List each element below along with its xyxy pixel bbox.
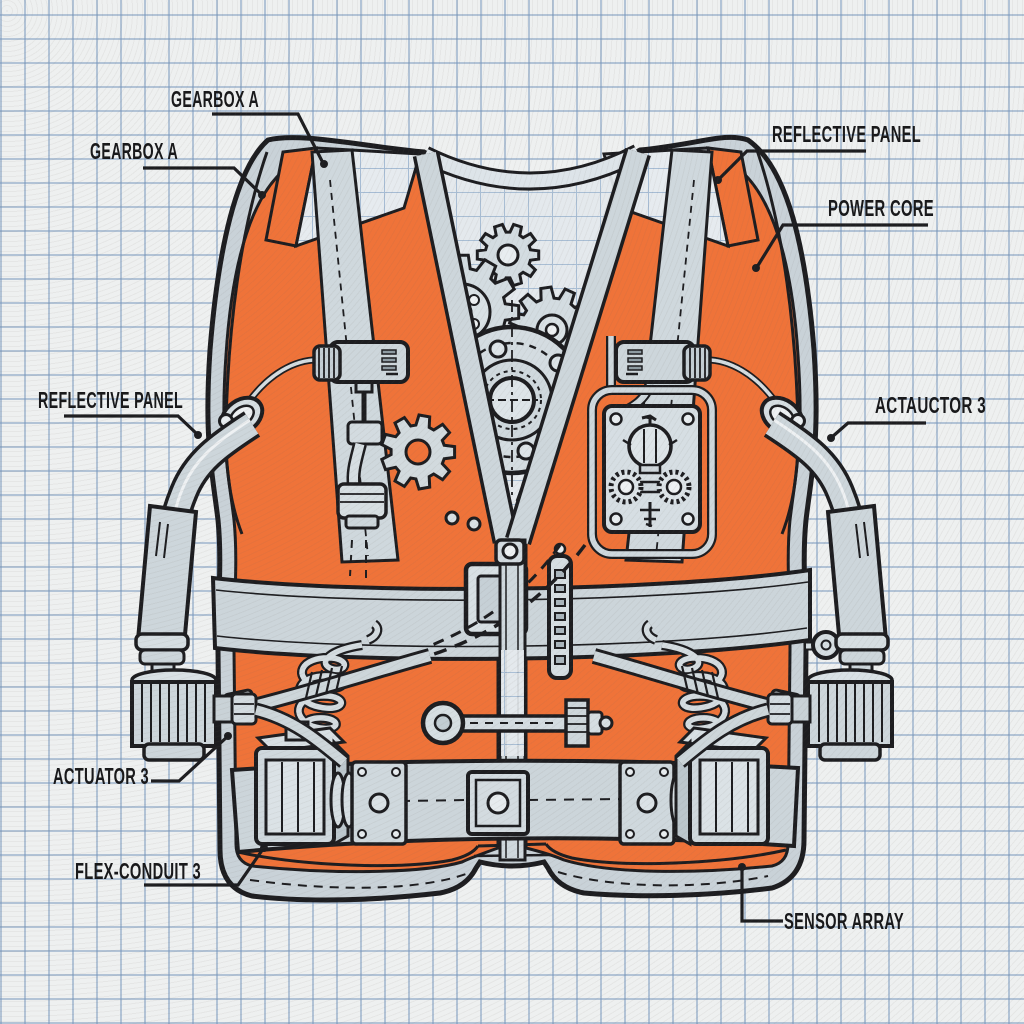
callout-gearbox-a-left: GEARBOX A xyxy=(90,138,266,199)
leader-line xyxy=(64,414,199,436)
module-box-right-small xyxy=(618,760,676,846)
leader-dot xyxy=(260,844,268,852)
panel-gauge xyxy=(640,502,660,528)
callout-actauctor-3: ACTAUCTOR 3 xyxy=(827,392,986,442)
leader-line xyxy=(143,166,263,196)
rod-ball-handle xyxy=(420,698,614,748)
leader-dot xyxy=(194,431,202,439)
equipment-belt xyxy=(229,720,801,855)
leader-dot xyxy=(320,160,328,168)
module-box-right xyxy=(674,726,770,847)
leader-line xyxy=(144,848,265,887)
shoulder-device xyxy=(247,340,410,403)
left-arm-rig xyxy=(130,340,433,768)
leader-line xyxy=(755,223,928,268)
callout-flex-conduit-3: FLEX-CONDUIT 3 xyxy=(75,844,268,887)
strap-dashed xyxy=(427,543,587,658)
leader-line xyxy=(717,149,866,181)
label-reflective-panel-left: REFLECTIVE PANEL xyxy=(38,387,183,413)
arm-sleeve xyxy=(135,503,199,649)
armhole-trim-left xyxy=(224,151,269,535)
leader-dot xyxy=(258,191,266,199)
panel-knob-right xyxy=(656,469,692,505)
leader-dot xyxy=(738,863,746,871)
callout-actuator-3: ACTUATOR 3 xyxy=(53,732,232,789)
label-flex-conduit-3: FLEX-CONDUIT 3 xyxy=(75,858,201,884)
label-sensor-array: SENSOR ARRAY xyxy=(784,908,904,934)
callout-sensor-array: SENSOR ARRAY xyxy=(738,863,904,934)
label-reflective-panel-right: REFLECTIVE PANEL xyxy=(772,121,921,147)
label-actuator-3: ACTUATOR 3 xyxy=(53,763,149,789)
control-panel xyxy=(587,336,717,559)
leader-dot xyxy=(224,732,232,740)
callout-reflective-panel-right: REFLECTIVE PANEL xyxy=(714,121,921,184)
callout-gearbox-a-top: GEARBOX A xyxy=(171,86,328,168)
leader-dot xyxy=(752,264,760,272)
callout-reflective-panel-left: REFLECTIVE PANEL xyxy=(38,387,202,439)
belt-plate-center xyxy=(466,770,530,836)
label-gearbox-a-left: GEARBOX A xyxy=(90,138,178,164)
panel-knob-left xyxy=(608,469,644,505)
vent-hole xyxy=(466,516,482,532)
leader-dot xyxy=(827,434,835,442)
zipper-pull xyxy=(494,538,526,566)
label-gearbox-a-top: GEARBOX A xyxy=(171,86,259,112)
callout-labels: GEARBOX A GEARBOX A REFLECTIVE PANEL POW… xyxy=(38,86,986,934)
callout-power-core: POWER CORE xyxy=(752,195,934,272)
leader-line xyxy=(830,421,926,439)
armhole-trim-right xyxy=(755,149,800,535)
leader-dot xyxy=(714,176,722,184)
label-actauctor-3: ACTAUCTOR 3 xyxy=(875,392,986,418)
chest-gear-hole xyxy=(404,438,432,466)
canister-assembly-left xyxy=(336,378,388,578)
leader-line xyxy=(212,112,325,164)
leader-line xyxy=(740,868,783,923)
label-power-core: POWER CORE xyxy=(828,195,934,221)
leader-line xyxy=(151,735,229,783)
arm-actuator-drum xyxy=(130,632,258,762)
module-box-left-small xyxy=(350,760,408,846)
vent-hole xyxy=(444,510,460,526)
panel-dial xyxy=(622,414,678,475)
